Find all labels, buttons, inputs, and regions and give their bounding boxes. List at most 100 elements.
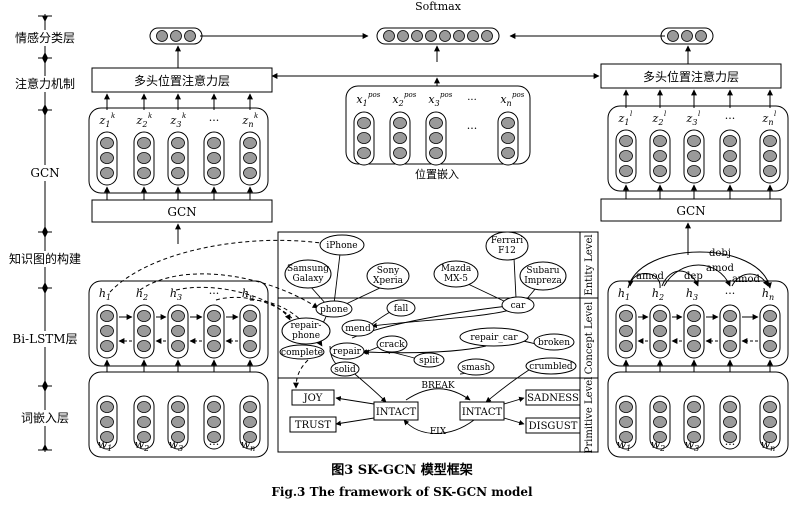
left-w-unit — [171, 431, 185, 443]
left-h-unit — [100, 340, 114, 352]
right-h-unit — [619, 340, 633, 352]
left-z-label: z1 — [99, 114, 111, 129]
left-w-unit — [137, 401, 151, 413]
kg-nodes: iPhone Samsung Galaxy Sony Xperia phone … — [279, 231, 577, 377]
svg-text:MX-5: MX-5 — [444, 274, 468, 284]
attention-box-left-label: 多头位置注意力层 — [134, 73, 230, 88]
position-stack-unit — [357, 117, 371, 129]
right-h-unit — [763, 340, 777, 352]
svg-text:crack: crack — [379, 340, 405, 350]
right-h-unit — [687, 340, 701, 352]
svg-text:Subaru: Subaru — [526, 266, 559, 276]
left-z-unit — [171, 152, 185, 164]
right-z-label: z2 — [652, 112, 664, 127]
right-z-unit — [653, 135, 667, 147]
svg-text:broken: broken — [538, 338, 570, 348]
output-vector-softmax-unit — [411, 30, 423, 42]
node-solid — [330, 361, 360, 377]
softmax-label: Softmax — [415, 0, 462, 13]
left-z-unit — [137, 137, 151, 149]
svg-text:INTACT: INTACT — [376, 407, 417, 418]
right-z-unit — [653, 150, 667, 162]
position-label-sup: pos — [512, 91, 525, 99]
output-vector-softmax-unit — [397, 30, 409, 42]
position-stack-unit — [429, 147, 443, 159]
right-h-unit — [687, 310, 701, 322]
svg-text:phone: phone — [320, 305, 348, 315]
svg-text:amod: amod — [706, 263, 734, 274]
left-w-unit — [171, 401, 185, 413]
node-ferrari-f12 — [485, 231, 529, 261]
svg-text:···: ··· — [209, 438, 220, 451]
node-sony-xperia — [366, 262, 410, 290]
right-w-unit — [653, 401, 667, 413]
left-h-unit — [243, 325, 257, 337]
layer-label-kg: 知识图的构建 — [9, 251, 81, 266]
left-z-label-sup: k — [148, 112, 152, 120]
left-z-unit — [243, 152, 257, 164]
position-label: x2 — [392, 93, 403, 108]
left-h-unit — [243, 310, 257, 322]
svg-text:dep: dep — [684, 271, 703, 282]
layer-labels: 情感分类层 注意力机制 GCN 知识图的构建 Bi-LSTM层 词嵌入层 — [4, 30, 86, 426]
left-z-label: z2 — [136, 114, 148, 129]
position-label: x1 — [356, 93, 367, 108]
left-h-unit — [171, 310, 185, 322]
position-label-sup: pos — [404, 91, 417, 99]
output-vector-softmax — [376, 27, 500, 45]
right-w-unit — [723, 416, 737, 428]
svg-text:repair: repair — [333, 347, 362, 357]
left-z-label-sup: k — [111, 112, 115, 120]
svg-text:solid: solid — [334, 365, 356, 375]
svg-text:···: ··· — [209, 287, 220, 300]
node-samsung-galaxy — [284, 259, 332, 289]
node-repair — [329, 342, 365, 360]
right-w-unit — [619, 401, 633, 413]
position-stack-unit — [501, 117, 515, 129]
right-z-label: z3 — [686, 112, 698, 127]
right-z-unit — [763, 150, 777, 162]
right-w-unit — [723, 431, 737, 443]
right-z-unit — [763, 135, 777, 147]
node-repair-phone — [281, 317, 331, 345]
left-h-unit — [137, 310, 151, 322]
right-h-unit — [619, 325, 633, 337]
primitive-level-label: Primitive Level — [584, 377, 595, 454]
layer-label-embed: 词嵌入层 — [21, 411, 69, 425]
right-z-unit — [723, 135, 737, 147]
left-z-label-sup: k — [254, 112, 258, 120]
right-w-unit — [763, 401, 777, 413]
position-stack-unit — [393, 117, 407, 129]
position-stack-unit — [429, 117, 443, 129]
left-z-label: z3 — [170, 114, 182, 129]
concept-level-label: Concept Level — [584, 302, 595, 375]
left-w-unit — [207, 401, 221, 413]
node-broken — [533, 333, 575, 351]
left-w-unit — [207, 431, 221, 443]
right-z-unit — [653, 165, 667, 177]
output-vector-left-unit — [156, 30, 168, 42]
right-z-unit — [619, 165, 633, 177]
right-w-unit — [653, 416, 667, 428]
layer-label-attention: 注意力机制 — [15, 76, 75, 91]
position-stack-unit — [501, 147, 515, 159]
right-z-unit — [723, 150, 737, 162]
right-w-unit — [723, 401, 737, 413]
svg-text:···: ··· — [209, 114, 220, 127]
right-z-label: z1 — [618, 112, 630, 127]
right-z-unit — [723, 165, 737, 177]
node-repair-car — [459, 327, 529, 347]
svg-text:···: ··· — [725, 112, 736, 125]
left-z-unit — [243, 167, 257, 179]
svg-text:smash: smash — [462, 363, 491, 373]
svg-text:Ferrari: Ferrari — [491, 236, 523, 246]
output-vector-left-unit — [170, 30, 182, 42]
svg-text:JOY: JOY — [303, 393, 323, 404]
right-w-unit — [619, 431, 633, 443]
svg-text:mend: mend — [345, 324, 371, 334]
